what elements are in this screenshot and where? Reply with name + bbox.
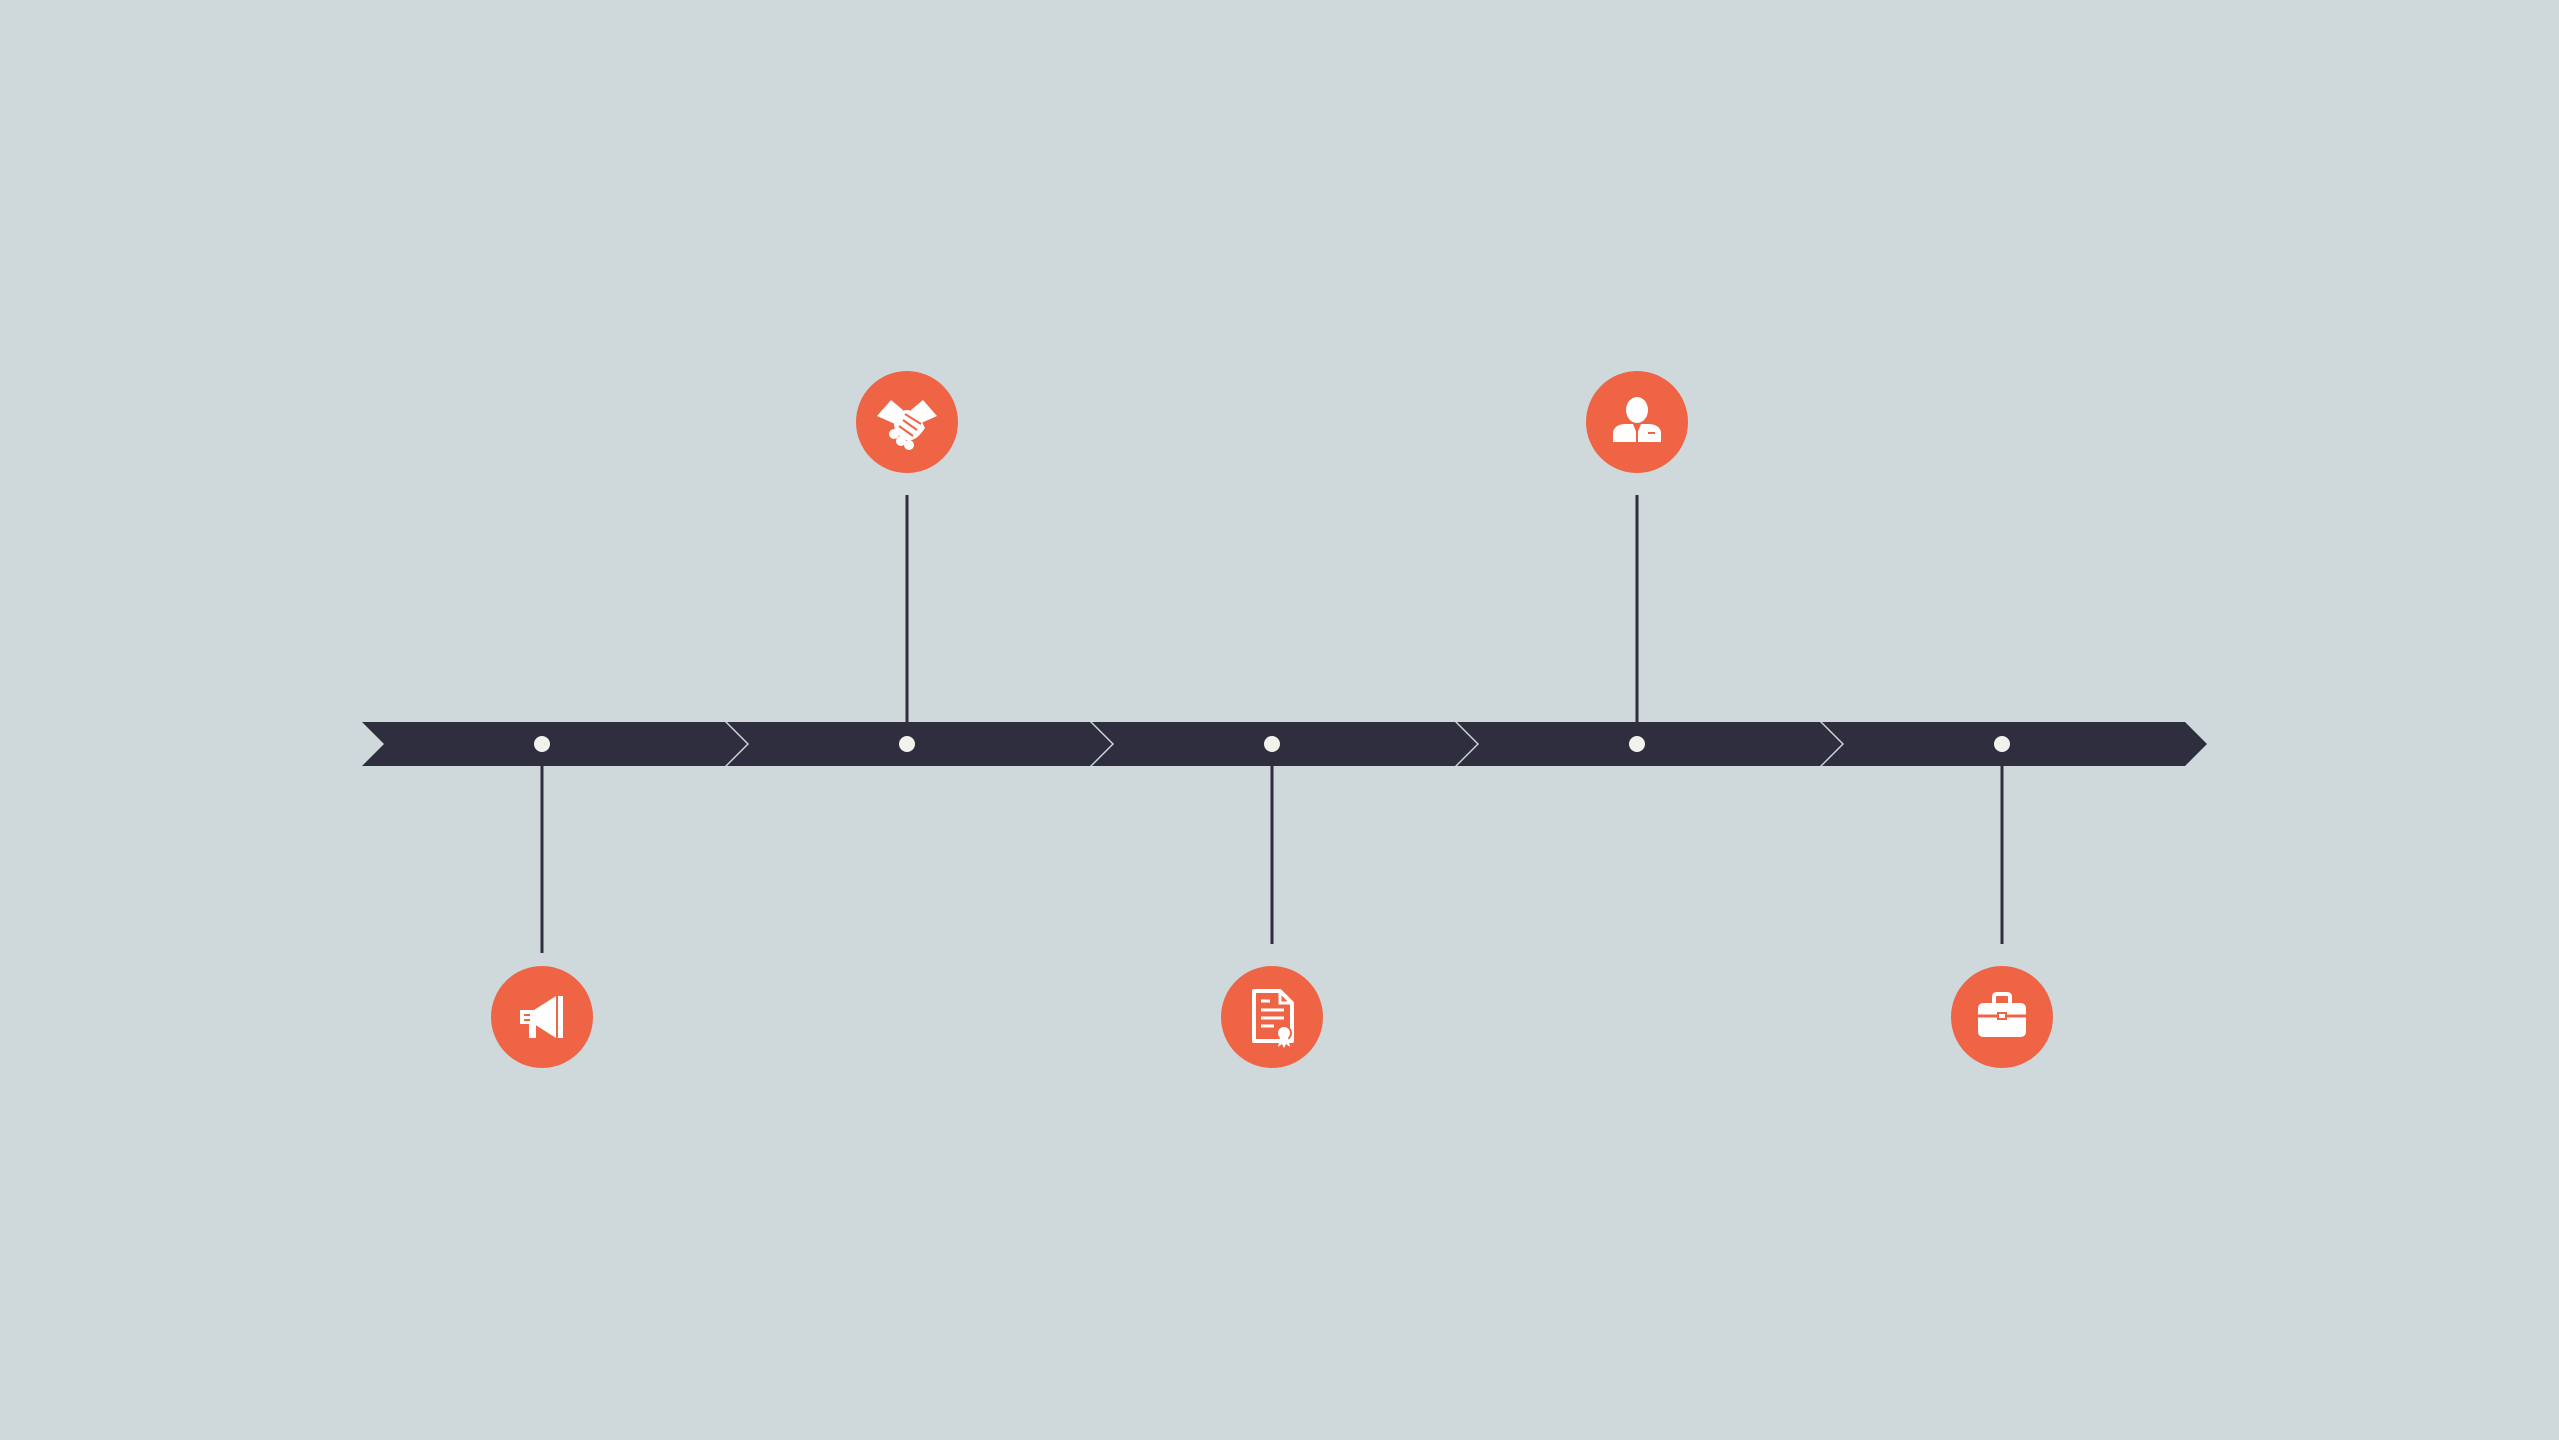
connector-lines — [540, 495, 2004, 953]
timeline-segment — [1457, 722, 1842, 766]
milestone-badge — [1951, 966, 2053, 1068]
businessman-icon — [1613, 397, 1661, 442]
timeline-segment — [1822, 722, 2207, 766]
timeline-segment — [1092, 722, 1477, 766]
milestone-dot — [1264, 736, 1280, 752]
milestone-badge — [1586, 371, 1688, 473]
megaphone-icon — [520, 996, 563, 1038]
milestone-badge — [1221, 966, 1323, 1068]
milestone-dot — [899, 736, 915, 752]
milestone-dot — [534, 736, 550, 752]
briefcase-icon — [1978, 992, 2026, 1037]
milestone-dots — [534, 736, 2010, 752]
milestone-badge — [856, 371, 958, 473]
timeline-bar — [362, 722, 2207, 766]
milestone-dot — [1994, 736, 2010, 752]
milestone-badges — [491, 371, 2053, 1068]
milestone-badge — [491, 966, 593, 1068]
milestone-dot — [1629, 736, 1645, 752]
certificate-document-icon — [1252, 989, 1294, 1048]
timeline-segment — [727, 722, 1112, 766]
handshake-icon — [877, 400, 937, 450]
timeline-segment — [362, 722, 747, 766]
